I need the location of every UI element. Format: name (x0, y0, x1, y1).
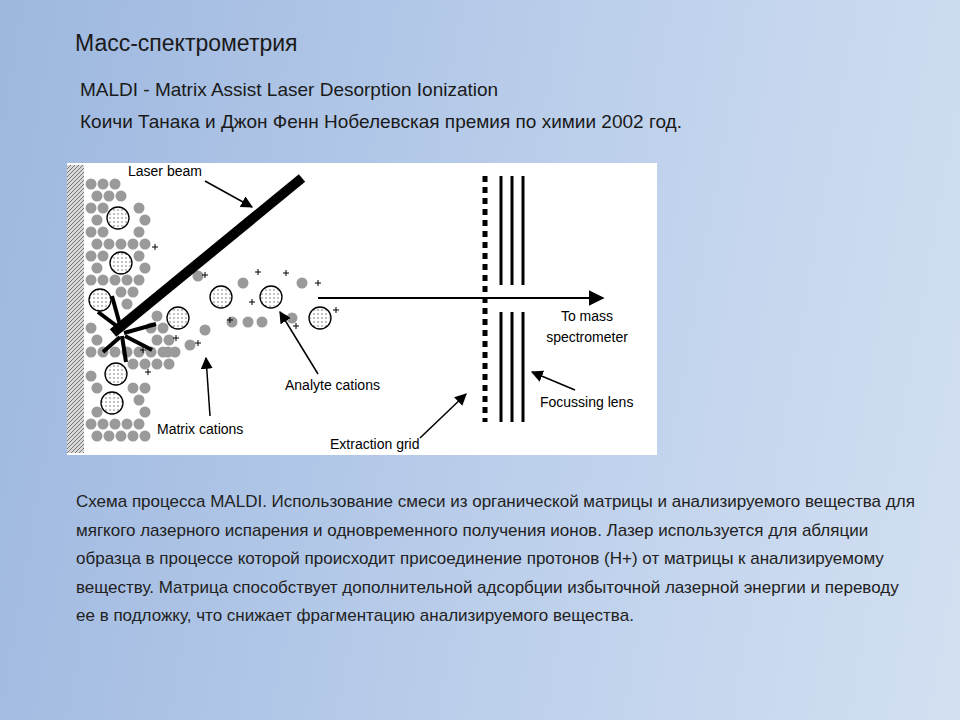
laser-beam (113, 178, 302, 333)
focussing-lens (501, 176, 523, 422)
slide-caption: Схема процесса MALDI. Использование смес… (76, 488, 916, 631)
figure-panel (67, 163, 657, 455)
figure-label: Extraction grid (330, 436, 419, 452)
subtitle: MALDI - Matrix Assist Laser Desorption I… (80, 79, 498, 101)
figure-label: To mass spectrometer (532, 306, 642, 348)
figure-label: Laser beam (128, 163, 202, 179)
sample-plate (67, 165, 84, 453)
leader-arrows (205, 181, 575, 438)
figure-label: Focussing lens (540, 394, 633, 410)
figure-label: Analyte cations (285, 377, 380, 393)
ion-path-arrow (318, 297, 603, 299)
subtitle: Коичи Танака и Джон Фенн Нобелевская пре… (80, 111, 682, 133)
figure-label: Matrix cations (157, 421, 243, 437)
slide-title: Масс-спектрометрия (75, 30, 298, 57)
charge-signs (140, 244, 339, 375)
extraction-grid (483, 176, 488, 422)
matrix-molecules (86, 179, 308, 442)
